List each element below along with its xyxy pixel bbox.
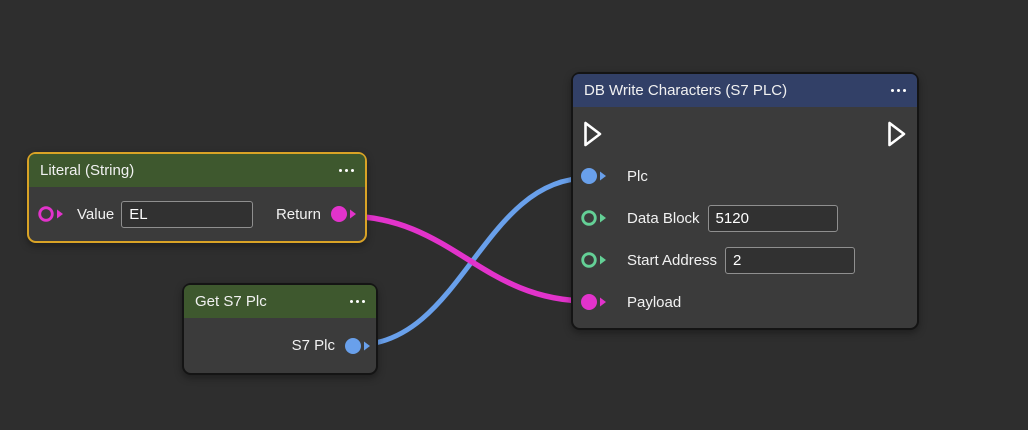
- plc-label: Plc: [627, 167, 648, 185]
- node-getplc-header[interactable]: Get S7 Plc: [184, 285, 376, 318]
- node-getplc-title: Get S7 Plc: [195, 293, 267, 310]
- node-literal-header[interactable]: Literal (String): [29, 154, 365, 187]
- start-address-input-port-icon[interactable]: [580, 251, 607, 269]
- wire-return-to-payload[interactable]: [342, 213, 591, 304]
- node-dbwrite-title: DB Write Characters (S7 PLC): [584, 82, 788, 99]
- start-address-label: Start Address: [627, 251, 718, 269]
- ellipsis-menu-icon[interactable]: [331, 165, 354, 177]
- return-label: Return: [275, 205, 321, 223]
- ellipsis-menu-icon[interactable]: [342, 296, 365, 308]
- node-db-write-characters[interactable]: DB Write Characters (S7 PLC) Plc: [571, 72, 919, 330]
- flow-input-port-icon[interactable]: [583, 120, 603, 148]
- value-field[interactable]: [121, 200, 254, 228]
- value-input-port-icon[interactable]: [37, 205, 64, 223]
- s7plc-output-port-icon[interactable]: [344, 337, 371, 355]
- start-address-field[interactable]: [725, 246, 856, 274]
- value-label: Value: [77, 205, 115, 223]
- s7plc-output-label: S7 Plc: [291, 337, 335, 354]
- node-literal-title: Literal (String): [40, 162, 135, 179]
- ellipsis-menu-icon[interactable]: [883, 85, 906, 97]
- payload-label: Payload: [627, 293, 682, 311]
- data-block-input-port-icon[interactable]: [580, 209, 607, 227]
- node-get-s7-plc[interactable]: Get S7 Plc S7 Plc: [182, 283, 378, 375]
- plc-input-port-icon[interactable]: [580, 167, 607, 185]
- data-block-field[interactable]: [707, 204, 838, 232]
- node-dbwrite-header[interactable]: DB Write Characters (S7 PLC): [573, 74, 917, 107]
- return-output-port-icon[interactable]: [330, 205, 357, 223]
- flow-output-port-icon[interactable]: [887, 120, 907, 148]
- node-literal-string[interactable]: Literal (String) Value Return: [27, 152, 367, 243]
- data-block-label: Data Block: [627, 209, 700, 227]
- payload-input-port-icon[interactable]: [580, 293, 607, 311]
